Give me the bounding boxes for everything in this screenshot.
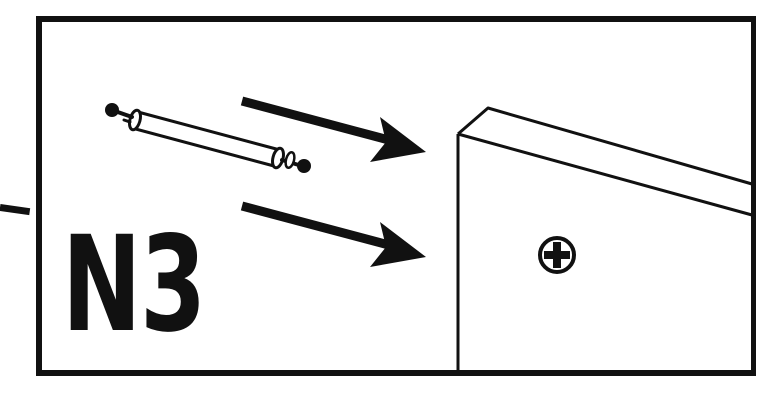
arrow-right-icon bbox=[240, 201, 426, 267]
step-label: N3 bbox=[62, 208, 206, 362]
arrow-right-icon bbox=[240, 96, 426, 162]
panel-icon bbox=[456, 106, 753, 372]
dowel-icon bbox=[105, 103, 311, 173]
phillips-screw-icon bbox=[538, 236, 576, 274]
diagram-frame bbox=[36, 16, 756, 376]
